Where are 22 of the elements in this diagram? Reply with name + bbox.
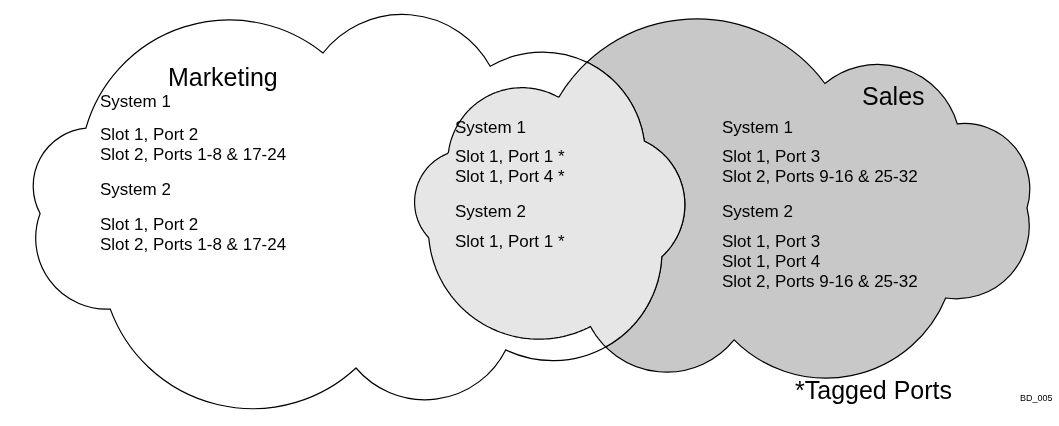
port-list-line: System 2 [722, 202, 793, 222]
port-list-line: Slot 1, Port 4 [722, 252, 821, 272]
port-list-line: Slot 2, Ports 1-8 & 17-24 [100, 145, 287, 165]
port-list-line: Slot 1, Port 2 [100, 215, 199, 235]
port-list-line: System 1 [455, 118, 526, 138]
group-heading: Marketing [168, 63, 278, 91]
port-list-line: Slot 1, Port 1 * [455, 232, 565, 252]
port-list-line: Slot 1, Port 4 * [455, 167, 565, 187]
port-list-line: Slot 1, Port 1 * [455, 147, 565, 167]
port-list-line: Slot 2, Ports 9-16 & 25-32 [722, 167, 918, 187]
port-list-line: Slot 2, Ports 1-8 & 17-24 [100, 235, 287, 255]
figure-id: BD_005 [1020, 392, 1053, 405]
port-list-line: Slot 1, Port 3 [722, 232, 821, 252]
note-text: *Tagged Ports [795, 376, 953, 405]
port-list-line: System 2 [100, 180, 171, 200]
port-list-line: Slot 2, Ports 9-16 & 25-32 [722, 272, 918, 292]
port-list-line: System 2 [455, 202, 526, 222]
port-list-line: System 1 [100, 92, 171, 112]
port-list-line: Slot 1, Port 3 [722, 147, 821, 167]
port-list-line: System 1 [722, 118, 793, 138]
port-list-line: Slot 1, Port 2 [100, 125, 199, 145]
group-heading: Sales [862, 82, 925, 110]
